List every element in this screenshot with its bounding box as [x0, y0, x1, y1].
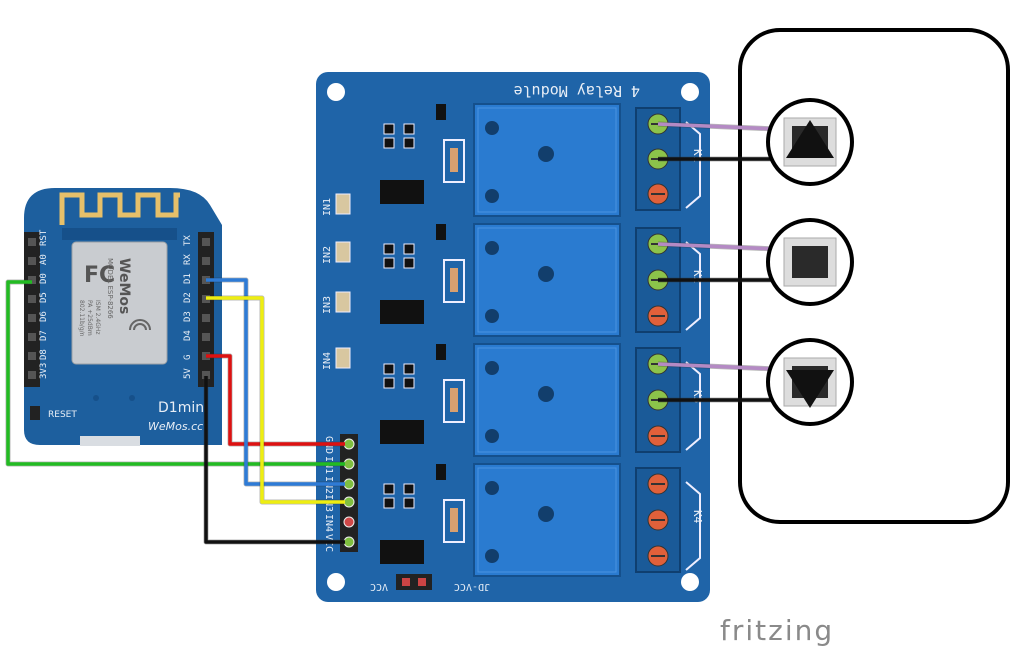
- antenna-trace: [59, 192, 180, 225]
- reset-button[interactable]: [30, 406, 40, 420]
- relay-channel-1: [380, 103, 621, 217]
- input-led-3: [335, 291, 351, 313]
- input-led-label: IN2: [322, 246, 333, 264]
- jumper-vcc-label: VCC: [370, 581, 388, 592]
- optocoupler-3: [380, 420, 424, 444]
- diode-4: [450, 508, 458, 532]
- relay-pin-in3[interactable]: [343, 496, 355, 508]
- d1-pin-d6[interactable]: [28, 314, 36, 322]
- d1-pin-rst[interactable]: [28, 238, 36, 246]
- module-line-3: 802.11b/g/n: [78, 300, 85, 337]
- left-header: [24, 232, 40, 387]
- usb-port: [80, 436, 140, 446]
- module-line-2: PA +25dBm: [86, 300, 93, 336]
- d1-right-pin-label: 5V: [183, 368, 193, 379]
- d1-left-pin-label: 3V3: [39, 363, 49, 379]
- d1-right-pin-label: RX: [183, 254, 193, 265]
- relay-pin-label: IN4: [323, 514, 334, 532]
- relay-channel-2: [380, 223, 621, 337]
- d1-pin-d0[interactable]: [28, 276, 36, 284]
- jd-vcc-jumper[interactable]: [396, 574, 432, 590]
- d1-left-pin-label: D6: [39, 311, 49, 322]
- pushbutton-stop[interactable]: [766, 218, 854, 306]
- relay-pin-in1[interactable]: [343, 458, 355, 470]
- d1-left-pin-label: D5: [39, 292, 49, 303]
- d1-pin-a0[interactable]: [28, 257, 36, 265]
- relay-pin-in2[interactable]: [343, 478, 355, 490]
- d1-left-pin-label: RST: [39, 229, 49, 246]
- optocoupler-1: [380, 180, 424, 204]
- diode-3: [450, 388, 458, 412]
- input-led-label: IN1: [322, 198, 333, 216]
- relay-input-header: [340, 434, 358, 552]
- d1-pin-d7[interactable]: [28, 333, 36, 341]
- board-name: D1mini: [158, 400, 208, 416]
- d1-right-pin-label: D3: [183, 311, 193, 322]
- d1-pin-d5[interactable]: [28, 295, 36, 303]
- d1-right-pin-label: D4: [183, 330, 193, 341]
- d1-right-pin-label: D1: [183, 273, 193, 284]
- d1-pin-3v3[interactable]: [28, 371, 36, 379]
- input-led-label: IN3: [322, 296, 333, 314]
- esp-module: FC WeMos MODEL ESP-8266 ISM 2.4GHz PA +2…: [71, 241, 168, 365]
- input-led-1: [335, 193, 351, 215]
- wire-gnd[interactable]: [206, 354, 345, 446]
- wire-in3[interactable]: [206, 296, 345, 504]
- d1-left-pin-label: A0: [39, 254, 49, 265]
- d1-left-pin-label: D0: [39, 273, 49, 284]
- module-brand: WeMos: [116, 258, 132, 314]
- d1-left-pin-label: D7: [39, 330, 49, 341]
- relay-label: K4: [691, 510, 704, 524]
- module-line-1: ISM 2.4GHz: [94, 300, 101, 335]
- d1-pin-rx[interactable]: [202, 257, 210, 265]
- wire-vcc[interactable]: [204, 376, 345, 544]
- wire-in2[interactable]: [206, 278, 345, 486]
- relay-channel-4: [380, 463, 621, 577]
- d1-right-pin-label: D2: [183, 292, 193, 303]
- board-brand: WeMos.cc: [148, 420, 203, 433]
- d1-pin-d8[interactable]: [28, 352, 36, 360]
- arrow-up-icon: [786, 120, 834, 158]
- d1-pin-d3[interactable]: [202, 314, 210, 322]
- d1-right-pin-label: G: [183, 355, 193, 360]
- reset-label: RESET: [48, 410, 77, 420]
- pushbutton-down[interactable]: [766, 338, 854, 426]
- d1-pin-d4[interactable]: [202, 333, 210, 341]
- relay-pin-vcc[interactable]: [343, 536, 355, 548]
- d1-right-pin-label: TX: [183, 235, 193, 246]
- diode-2: [450, 268, 458, 292]
- pushbutton-up[interactable]: [766, 98, 854, 186]
- module-model: MODEL ESP-8266: [106, 258, 114, 319]
- jumper-jdvcc-label: JD-VCC: [454, 581, 490, 592]
- wire-in1[interactable]: [6, 280, 345, 466]
- relay-pin-gnd[interactable]: [343, 438, 355, 450]
- right-header: [198, 232, 214, 387]
- d1-pin-5v[interactable]: [202, 371, 210, 379]
- arrow-down-icon: [786, 370, 834, 408]
- input-led-label: IN4: [322, 352, 333, 370]
- relay-module-title: 4 Relay Module: [514, 82, 640, 100]
- fcc-logo: FC: [84, 263, 115, 288]
- diode-1: [450, 148, 458, 172]
- optocoupler-2: [380, 300, 424, 324]
- input-led-4: [335, 347, 351, 369]
- fritzing-logo: fritzing: [720, 614, 834, 647]
- d1-pin-tx[interactable]: [202, 238, 210, 246]
- relay-pin-in4[interactable]: [343, 516, 355, 528]
- relay-channel-3: [380, 343, 621, 457]
- input-led-2: [335, 241, 351, 263]
- wifi-icon: [129, 319, 151, 331]
- d1-left-pin-label: D8: [39, 349, 49, 360]
- optocoupler-4: [380, 540, 424, 564]
